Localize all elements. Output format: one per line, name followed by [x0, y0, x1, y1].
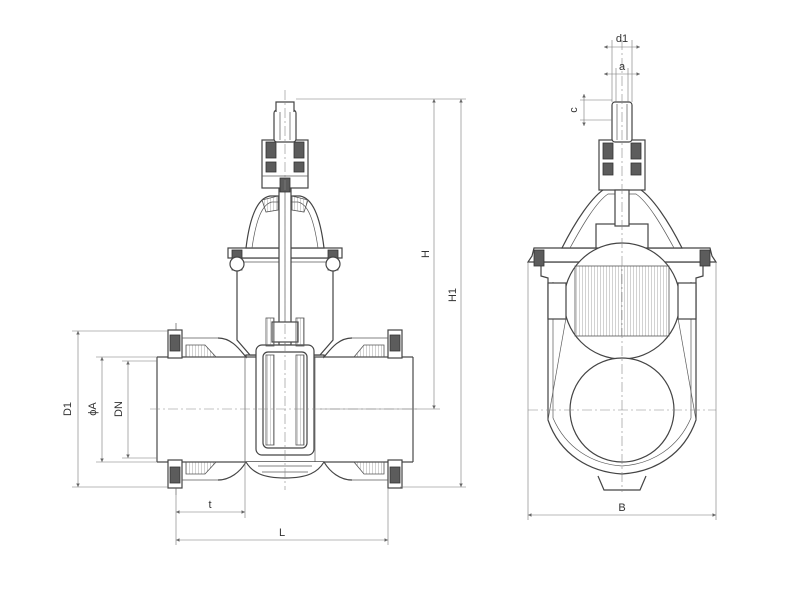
side-view: d1 a c B	[526, 33, 718, 520]
dim-label-H1: H1	[447, 288, 459, 302]
dim-label-a: a	[619, 61, 626, 73]
side-dimensions	[527, 40, 717, 520]
front-dimensions	[72, 98, 466, 545]
right-flange	[352, 329, 403, 489]
left-flange	[167, 323, 218, 495]
front-view: D1 ϕA DN t L H H1	[62, 90, 466, 545]
dim-label-DN: DN	[113, 401, 125, 417]
dim-label-B: B	[618, 502, 625, 514]
dim-label-t: t	[208, 499, 211, 511]
dim-label-c: c	[568, 107, 580, 113]
dim-label-H: H	[420, 250, 432, 258]
dim-label-L: L	[279, 527, 285, 539]
dim-label-d1: d1	[616, 33, 628, 45]
dim-label-phiA: ϕA	[87, 402, 99, 416]
dim-label-D1: D1	[62, 402, 74, 416]
